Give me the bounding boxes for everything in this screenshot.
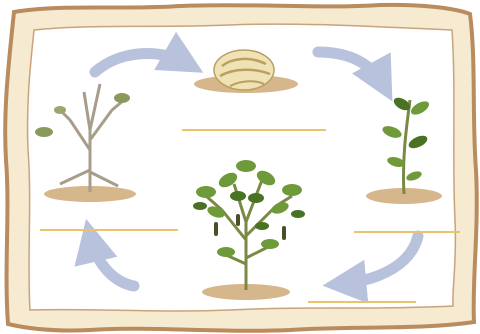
diagram-canvas [0, 0, 480, 334]
plant-life-cycle-diagram [0, 0, 480, 334]
